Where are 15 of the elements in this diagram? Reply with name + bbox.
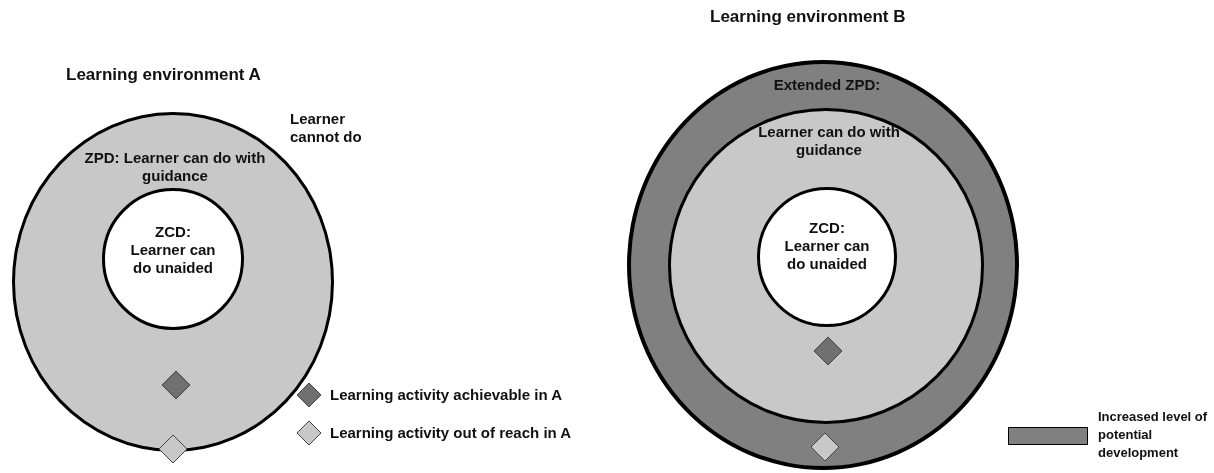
zone-label: ZPD: Learner can do with guidance [83,149,267,185]
legend-label: Learning activity out of reach in A [330,424,572,442]
zone-label: Extended ZPD: [772,76,882,94]
panel-title: Learning environment A [66,66,261,84]
zone-label: Learner can do with guidance [757,123,901,159]
diamond-marker [158,434,188,464]
legend-label: Increased level of potential development [1098,408,1209,462]
zone-label: ZCD: Learner can do unaided [783,219,871,273]
diamond-marker [161,370,191,400]
diamond-marker [813,336,843,366]
region-label: Learner cannot do [290,110,363,146]
panel-title: Learning environment B [710,8,906,26]
zone-label: ZCD: Learner can do unaided [129,223,217,277]
legend-label: Learning activity achievable in A [330,386,563,404]
diamond-marker [810,432,840,462]
